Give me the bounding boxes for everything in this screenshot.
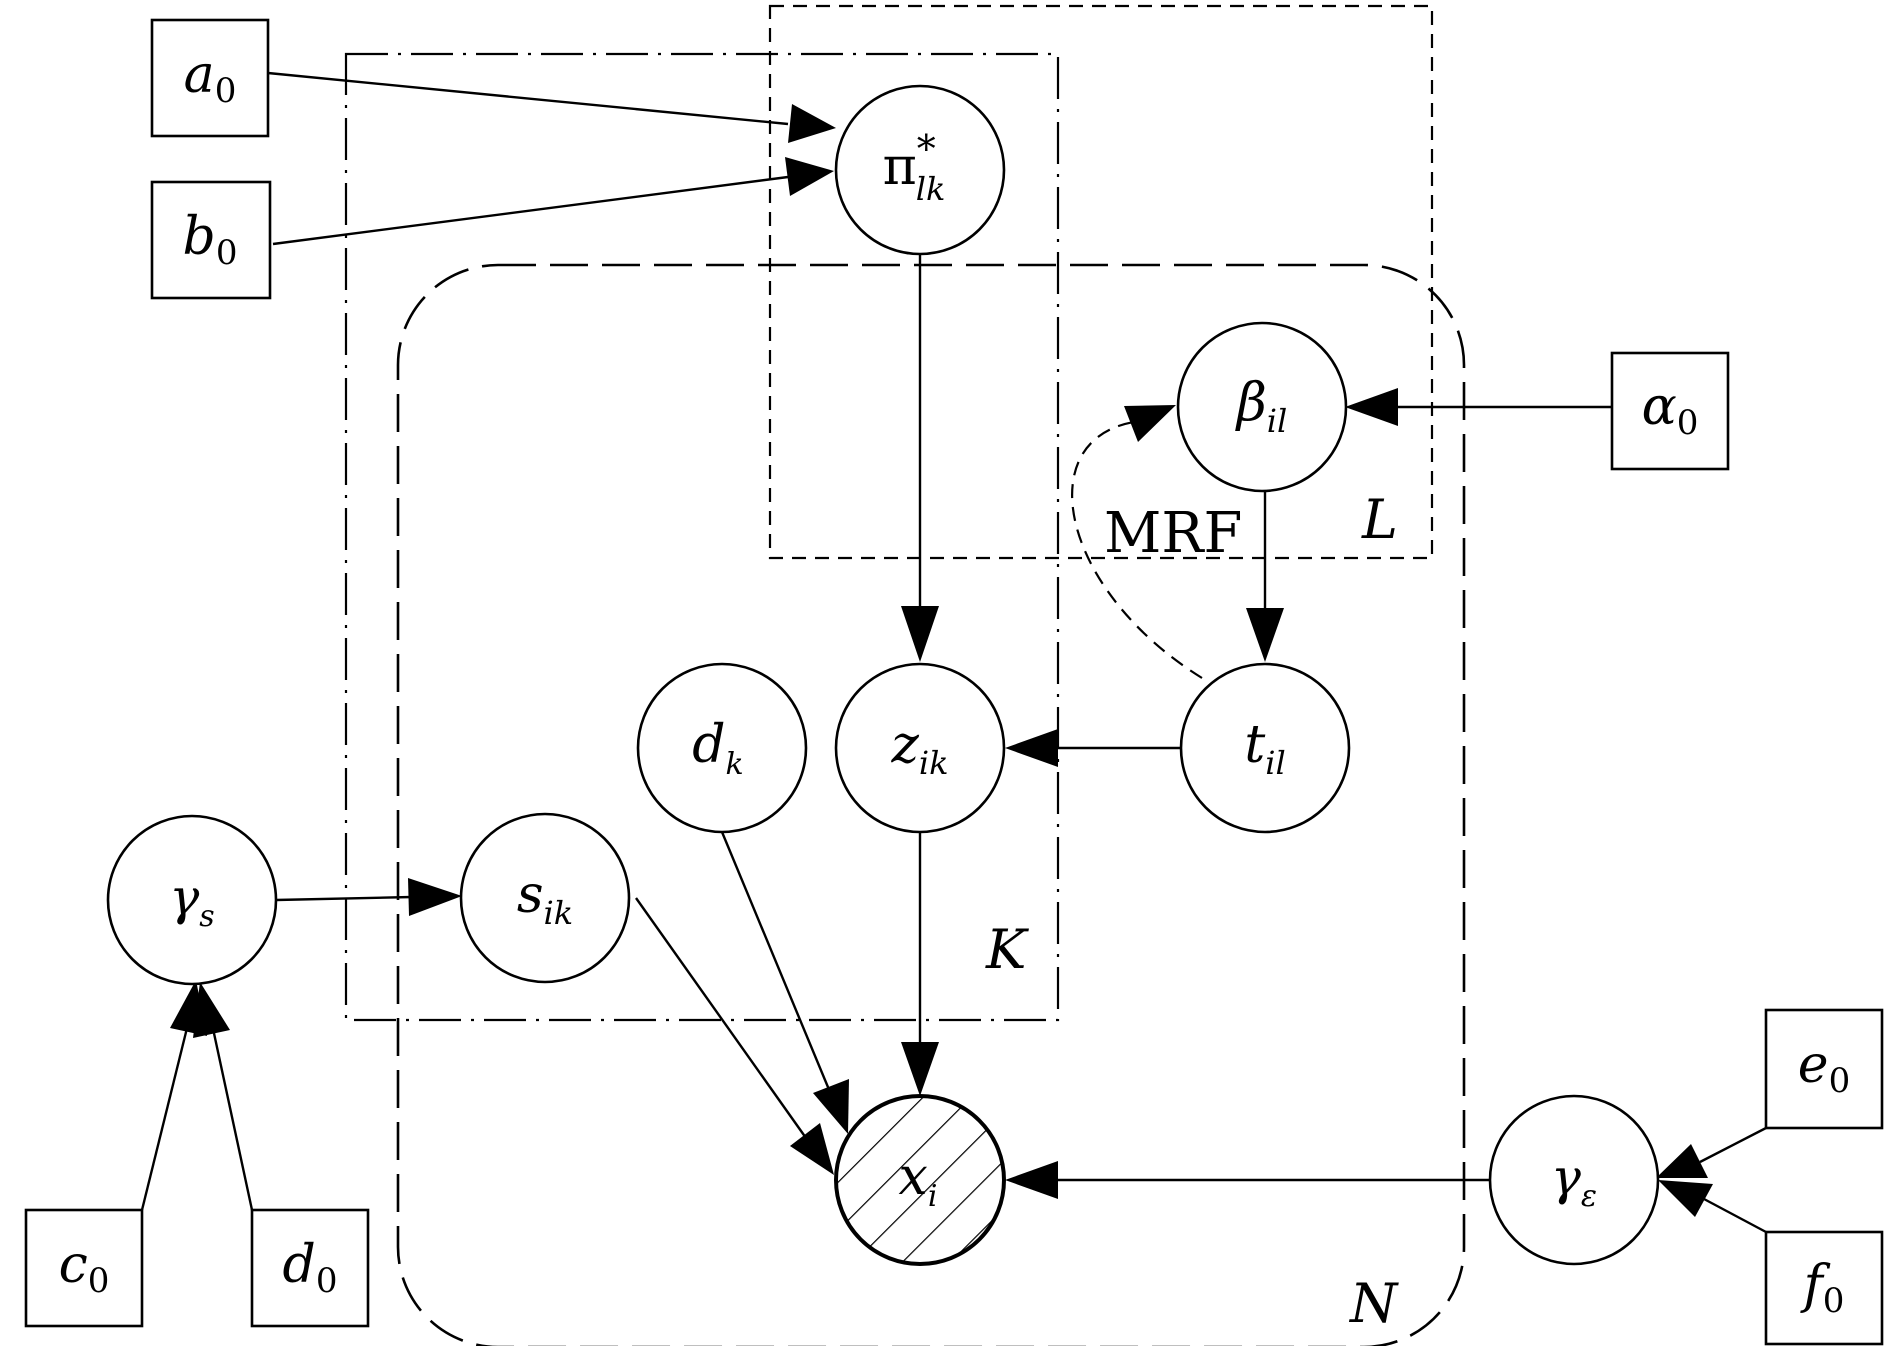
node-x-sub: i (928, 1179, 938, 1214)
svg-text:f0: f0 (1800, 1255, 1845, 1321)
edge-f0-gammaeps-arrowhead (1658, 1180, 1713, 1217)
edge-b0-pi-arrowhead (785, 157, 834, 196)
plate-L (768, 4, 1434, 560)
edge-c0-gammas (140, 1023, 190, 1211)
svg-text:c0: c0 (59, 1235, 110, 1301)
edge-t-z-arrowhead (1005, 729, 1058, 767)
node-x-base: x (899, 1147, 928, 1207)
node-t-base: t (1244, 715, 1265, 775)
node-alpha0-base: α (1642, 377, 1677, 437)
svg-text:til: til (1244, 715, 1285, 782)
edge-label-mrf: MRF (1104, 501, 1242, 566)
node-b0: b0 (150, 180, 272, 300)
edge-s-x (635, 897, 807, 1139)
node-f0: f0 (1764, 1230, 1884, 1346)
node-pi-sub: lk (916, 170, 946, 208)
node-gamma-s-base: γ (169, 868, 199, 926)
node-beta: βil (1176, 321, 1348, 493)
svg-text:e0: e0 (1798, 1035, 1850, 1101)
node-e0-sub: 0 (1829, 1061, 1851, 1101)
observed-hatch-pattern (836, 1096, 1004, 1264)
svg-text:γs: γs (169, 868, 214, 934)
edge-z-x-arrowhead (901, 1042, 939, 1096)
node-pi-base: π (883, 137, 917, 197)
edge-f0-gammaeps (1703, 1197, 1767, 1234)
edge-b0-pi (272, 175, 789, 246)
node-z: zik (834, 662, 1006, 834)
node-beta-sub: il (1267, 402, 1287, 440)
edge-dk-x-arrowhead (813, 1079, 849, 1134)
edge-d0-gammas-arrowhead (193, 982, 230, 1038)
edge-e0-gammaeps (1699, 1126, 1767, 1164)
edge-gammas-s-arrowhead (408, 878, 462, 916)
node-dk-base: d (692, 715, 725, 775)
edge-beta-t-arrowhead (1246, 608, 1284, 662)
node-alpha0: α0 (1610, 351, 1730, 471)
node-pi-sup: * (917, 127, 936, 171)
node-beta-base: β (1235, 373, 1267, 433)
node-dk-sub: k (726, 747, 744, 782)
svg-text:dk: dk (692, 715, 743, 782)
edge-gammas-s (275, 895, 413, 902)
svg-text:sik: sik (517, 865, 573, 932)
node-gamma-s: γs (106, 814, 278, 986)
plate-N-label: N (1348, 1272, 1399, 1335)
edge-s-x-arrowhead (790, 1123, 834, 1175)
svg-text:γε: γε (1551, 1148, 1597, 1214)
node-z-sub: ik (919, 744, 949, 782)
svg-text:zik: zik (890, 715, 948, 782)
node-gamma-eps-sub: ε (1581, 1179, 1597, 1214)
edge-dk-x (720, 831, 832, 1093)
edge-mrf-arrowhead (1124, 405, 1176, 442)
edge-d0-gammas (210, 1023, 254, 1211)
svg-text:d0: d0 (283, 1235, 338, 1301)
node-d0: d0 (250, 1208, 370, 1328)
node-gamma-s-sub: s (199, 899, 214, 934)
node-s-sub: ik (544, 894, 574, 932)
node-d0-sub: 0 (316, 1261, 338, 1301)
edge-e0-gammaeps-arrowhead (1656, 1144, 1708, 1178)
node-alpha0-sub: 0 (1677, 403, 1699, 443)
plate-K-label: K (985, 918, 1029, 981)
node-a0-sub: 0 (215, 71, 237, 111)
svg-text:βil: βil (1235, 373, 1288, 440)
edge-alpha0-beta-arrowhead (1345, 388, 1398, 426)
node-c0-sub: 0 (88, 1261, 110, 1301)
svg-text:xi: xi (899, 1147, 938, 1214)
edge-pi-z-arrowhead (901, 606, 939, 662)
node-c0: c0 (24, 1208, 144, 1328)
node-s-base: s (517, 865, 544, 925)
svg-text:π*lk: π*lk (883, 127, 946, 208)
node-a0-base: a (184, 45, 215, 105)
svg-text:a0: a0 (184, 45, 237, 111)
svg-text:α0: α0 (1642, 377, 1699, 443)
plate-K (344, 52, 1060, 1022)
node-e0: e0 (1764, 1008, 1884, 1130)
edge-gammaeps-x-arrowhead (1005, 1161, 1058, 1199)
node-f0-sub: 0 (1823, 1281, 1845, 1321)
node-t: til (1179, 662, 1351, 834)
node-d0-base: d (283, 1235, 316, 1295)
node-pi: π*lk (834, 84, 1006, 256)
node-b0-base: b (183, 207, 216, 267)
plate-L-label: L (1361, 488, 1398, 551)
edge-a0-pi-arrowhead (788, 104, 836, 143)
node-z-base: z (890, 715, 919, 775)
edge-a0-pi (267, 71, 789, 126)
node-a0: a0 (150, 18, 270, 138)
node-e0-base: e (1798, 1035, 1829, 1095)
node-c0-base: c (59, 1235, 88, 1295)
node-gamma-eps: γε (1488, 1094, 1660, 1266)
node-gamma-eps-base: γ (1551, 1148, 1581, 1206)
node-t-sub: il (1265, 744, 1285, 782)
node-dk: dk (636, 662, 808, 834)
edge-mrf-t-beta (1071, 420, 1203, 679)
node-s: sik (459, 812, 631, 984)
svg-text:b0: b0 (183, 207, 238, 273)
node-b0-sub: 0 (216, 233, 238, 273)
plate-N (396, 263, 1466, 1346)
node-x-observed: xi (834, 1094, 1006, 1266)
